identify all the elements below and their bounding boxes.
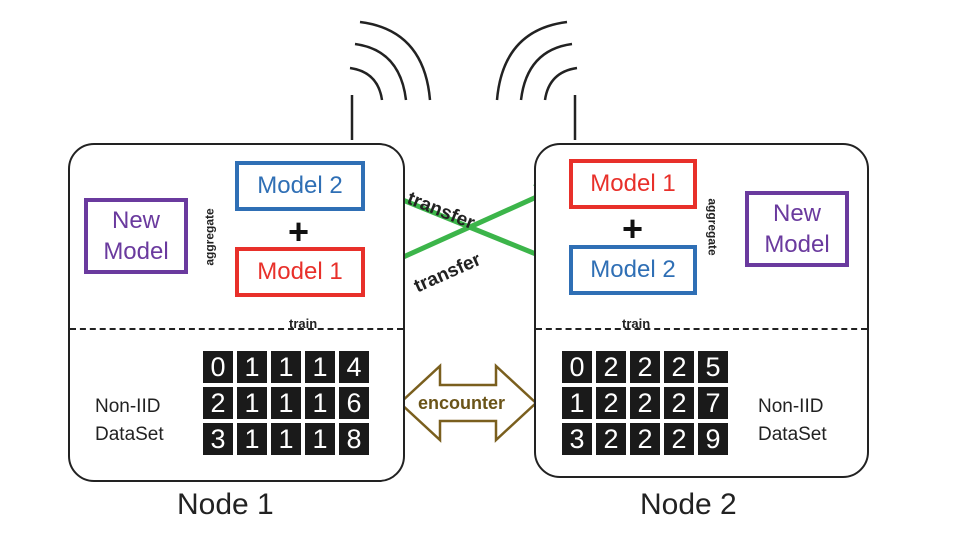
- new-model-box: New Model: [84, 198, 188, 274]
- digit-cell: 1: [271, 387, 301, 419]
- dataset-label: Non-IID DataSet: [95, 393, 164, 448]
- digit-cell: 2: [596, 351, 626, 383]
- digit-cell: 1: [271, 351, 301, 383]
- model-box: Model 2: [569, 245, 697, 295]
- digit-cell: 8: [339, 423, 369, 455]
- digit-cell: 1: [305, 423, 335, 455]
- digit-cell: 2: [596, 423, 626, 455]
- digit-cell: 0: [562, 351, 592, 383]
- model-label: Model 1: [257, 258, 343, 285]
- digit-cell: 3: [203, 423, 233, 455]
- new-model-label: New Model: [103, 206, 169, 265]
- digit-cell: 3: [562, 423, 592, 455]
- digit-cell: 2: [664, 423, 694, 455]
- model-label: Model 2: [257, 172, 343, 199]
- digit-cell: 1: [237, 387, 267, 419]
- digit-grid: 0 1 1 1 4 2 1 1 1 6 3 1 1 1 8: [203, 351, 369, 455]
- aggregate-label: aggregate: [705, 198, 720, 256]
- encounter-label: encounter: [418, 393, 506, 413]
- aggregate-label-wrap: aggregate: [672, 198, 752, 255]
- dataset-label-line: Non-IID: [95, 396, 161, 417]
- antenna-icon: [349, 20, 432, 140]
- digit-cell: 1: [562, 387, 592, 419]
- model-box: Model 1: [569, 159, 697, 209]
- node-label: Node 2: [640, 488, 737, 521]
- divider-line: [70, 328, 403, 330]
- digit-cell: 2: [630, 387, 660, 419]
- model-label: Model 1: [590, 170, 676, 197]
- digit-cell: 2: [664, 351, 694, 383]
- plus-sign: +: [288, 211, 310, 252]
- digit-cell: 4: [339, 351, 369, 383]
- digit-cell: 7: [698, 387, 728, 419]
- dataset-label-line: DataSet: [758, 423, 827, 445]
- digit-cell: 2: [664, 387, 694, 419]
- new-model-box: New Model: [745, 191, 849, 267]
- digit-cell: 0: [203, 351, 233, 383]
- digit-cell: 2: [630, 423, 660, 455]
- aggregate-label-wrap: aggregate: [171, 208, 251, 265]
- dataset-label-line: DataSet: [95, 423, 164, 445]
- antenna-icon: [495, 20, 578, 140]
- digit-cell: 2: [630, 351, 660, 383]
- train-label: train: [289, 316, 318, 331]
- digit-cell: 1: [305, 351, 335, 383]
- digit-cell: 2: [203, 387, 233, 419]
- plus-sign: +: [622, 208, 644, 249]
- digit-cell: 6: [339, 387, 369, 419]
- digit-cell: 1: [237, 351, 267, 383]
- digit-cell: 2: [596, 387, 626, 419]
- model-box: Model 2: [235, 161, 365, 211]
- digit-cell: 9: [698, 423, 728, 455]
- digit-cell: 1: [271, 423, 301, 455]
- digit-grid: 0 2 2 2 5 1 2 2 2 7 3 2 2 2 9: [562, 351, 728, 455]
- digit-cell: 1: [237, 423, 267, 455]
- digit-cell: 5: [698, 351, 728, 383]
- model-label: Model 2: [590, 256, 676, 283]
- train-label: train: [622, 316, 651, 331]
- dataset-label: Non-IID DataSet: [758, 393, 827, 448]
- model-box: Model 1: [235, 247, 365, 297]
- dataset-label-line: Non-IID: [758, 396, 824, 417]
- divider-line: [536, 328, 867, 330]
- aggregate-label: aggregate: [202, 208, 217, 266]
- digit-cell: 1: [305, 387, 335, 419]
- node-label: Node 1: [177, 488, 274, 521]
- new-model-label: New Model: [764, 199, 830, 258]
